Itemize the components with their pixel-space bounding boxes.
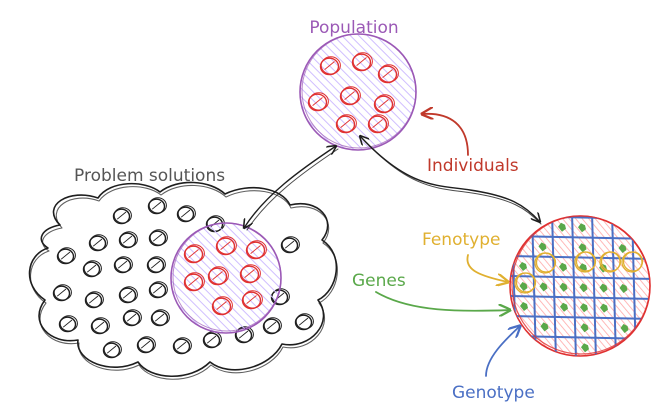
- gene-dot: [559, 282, 568, 292]
- gene-dot: [519, 262, 527, 271]
- solution-dot: [206, 335, 217, 344]
- gene-dot: [559, 262, 567, 272]
- gene-dot: [579, 263, 587, 273]
- solution-dot: [284, 240, 295, 249]
- gene-dot: [620, 324, 629, 333]
- fenotype-ring: [622, 251, 644, 272]
- gene-dot: [619, 284, 628, 293]
- individuals-label: Individuals: [427, 156, 519, 176]
- individual-dot: [312, 97, 323, 106]
- gene-dot: [540, 322, 549, 332]
- solution-dot: [238, 330, 249, 339]
- population-label: Population: [309, 18, 398, 38]
- individual-dot: [378, 99, 389, 108]
- solution-dot: [122, 235, 133, 244]
- fenotype-ring: [600, 251, 622, 272]
- solution-dot: [116, 211, 127, 220]
- gene-dot: [579, 283, 588, 293]
- arrow-population-genotype: [360, 136, 541, 225]
- gene-dot: [558, 222, 566, 232]
- fenotype-ring: [575, 251, 597, 272]
- individual-dot: [324, 61, 335, 70]
- individual-dot: [344, 91, 355, 100]
- fenotype-ring: [535, 252, 557, 273]
- fenotype-ring: [515, 272, 537, 293]
- genotype-label: Genotype: [452, 383, 535, 403]
- individual-dot: [244, 269, 255, 278]
- gene-dot: [539, 282, 548, 292]
- solution-dot: [266, 321, 277, 330]
- solution-dots: [52, 197, 314, 359]
- solution-dot: [60, 251, 71, 260]
- solution-dot: [88, 295, 99, 304]
- individual-dot: [246, 295, 257, 304]
- solution-dot: [94, 321, 105, 330]
- gene-dot: [578, 243, 587, 253]
- arrow-fenotype: [466, 254, 508, 282]
- problem-solutions-cloud: [28, 181, 338, 380]
- solution-dot: [140, 340, 151, 349]
- population-circle: [299, 33, 417, 151]
- solution-dot: [151, 201, 162, 210]
- solution-dot: [56, 288, 67, 297]
- fenotype-rings: [514, 251, 644, 294]
- solution-dot: [154, 313, 165, 322]
- individual-dot: [250, 245, 261, 254]
- solution-dot: [117, 260, 128, 269]
- individual-dot: [356, 57, 367, 66]
- individual-dot: [372, 119, 383, 128]
- individual-dot: [340, 119, 351, 128]
- arrow-population-cloud: [244, 146, 339, 231]
- gene-dot: [520, 302, 528, 311]
- solution-dot: [126, 313, 137, 322]
- gene-dot: [519, 282, 528, 291]
- population-individuals: [307, 52, 399, 134]
- individual-dot: [188, 277, 199, 286]
- solution-dot: [180, 209, 191, 218]
- solution-dot: [106, 345, 117, 354]
- individual-dot: [220, 241, 231, 250]
- gene-dot: [600, 303, 608, 313]
- solution-dot: [150, 260, 161, 269]
- gene-dot: [599, 283, 608, 293]
- gene-dot: [578, 223, 586, 233]
- solution-dot: [92, 238, 103, 247]
- individual-dot: [382, 69, 393, 78]
- arrow-genotype: [485, 326, 520, 377]
- cloud-individuals: [183, 236, 267, 316]
- solution-dot: [86, 264, 97, 273]
- solution-dot: [122, 290, 133, 299]
- gene-dot: [560, 302, 568, 312]
- individual-dot: [212, 271, 223, 280]
- arrow-individuals: [422, 114, 469, 156]
- solution-dot: [298, 317, 309, 326]
- gene-dot: [581, 343, 589, 353]
- gene-dot: [580, 323, 589, 333]
- fenotype-label: Fenotype: [422, 230, 500, 250]
- gene-dot: [618, 244, 627, 253]
- individual-dot: [216, 301, 227, 310]
- gene-dot: [538, 242, 547, 252]
- genotype-circle: [509, 215, 651, 357]
- gene-dots: [519, 222, 629, 353]
- individual-dot: [188, 249, 199, 258]
- solution-dot: [152, 233, 163, 242]
- solution-dot: [62, 319, 73, 328]
- solution-dot: [152, 285, 163, 294]
- arrow-genes: [375, 291, 510, 311]
- gene-dot: [580, 303, 588, 313]
- genes-label: Genes: [352, 271, 406, 291]
- problem-solutions-label: Problem solutions: [74, 166, 225, 186]
- solution-dot: [176, 341, 187, 350]
